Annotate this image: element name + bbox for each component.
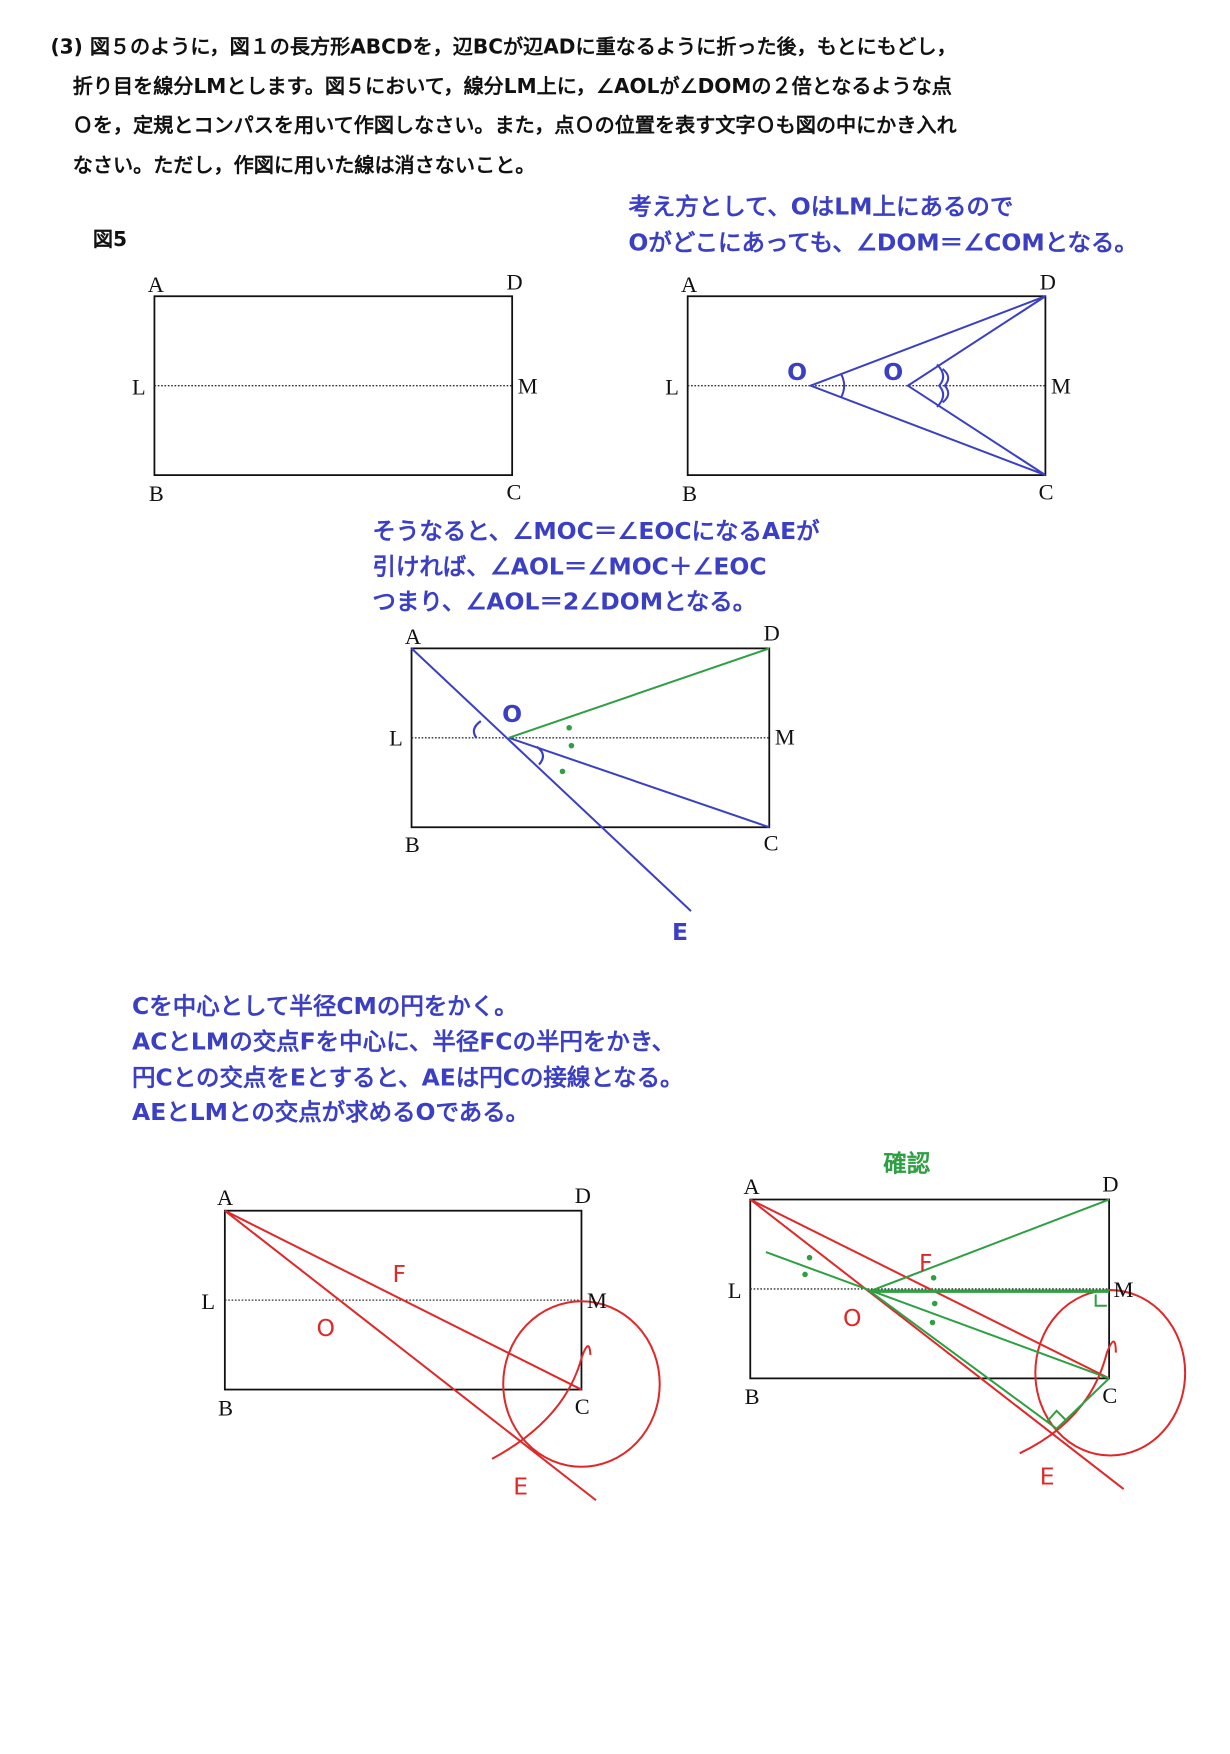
- label-l: L: [132, 375, 146, 400]
- label-d: D: [507, 270, 523, 295]
- label-l: L: [665, 375, 679, 400]
- figure-angle-equality: O O A D L M B C: [665, 270, 1071, 506]
- label-e: E: [513, 1473, 528, 1501]
- label-l: L: [201, 1289, 215, 1314]
- label-o-1: O: [787, 358, 807, 386]
- label-c: C: [1039, 480, 1054, 505]
- label-o-2: O: [883, 358, 903, 386]
- label-o: O: [843, 1304, 861, 1332]
- note3-line-2: ACとLMの交点Fを中心に、半径FCの半円をかき、: [132, 1028, 675, 1056]
- note2-line-2: 引ければ、∠AOL＝∠MOC＋∠EOC: [372, 553, 766, 581]
- label-b: B: [682, 481, 697, 506]
- figure-tangent-idea: O E A D L M B C: [389, 621, 795, 947]
- figure-confirmation: F O E A D L M B C: [728, 1172, 1187, 1491]
- label-o: O: [317, 1314, 335, 1342]
- label-a: A: [148, 272, 164, 297]
- label-l: L: [389, 726, 403, 751]
- note2-line-1: そうなると、∠MOC＝∠EOCになるAEが: [372, 517, 820, 545]
- label-f: F: [919, 1249, 933, 1277]
- label-l: L: [728, 1278, 742, 1303]
- label-m: M: [518, 374, 538, 399]
- label-b: B: [745, 1384, 760, 1409]
- note3-line-4: AEとLMとの交点が求めるOである。: [132, 1098, 529, 1126]
- label-c: C: [1102, 1383, 1117, 1408]
- label-e: E: [1040, 1463, 1055, 1491]
- label-c: C: [575, 1394, 590, 1419]
- label-a: A: [681, 272, 697, 297]
- label-o: O: [502, 700, 522, 728]
- figure-construction: F O E A D L M B C: [201, 1183, 661, 1502]
- label-c: C: [507, 480, 522, 505]
- label-b: B: [149, 481, 164, 506]
- label-a: A: [217, 1185, 233, 1210]
- label-f: F: [393, 1260, 407, 1288]
- label-b: B: [405, 832, 420, 857]
- note2-line-3: つまり、∠AOL＝2∠DOMとなる。: [372, 587, 756, 615]
- note3-line-1: Cを中心として半径CMの円をかく。: [132, 992, 518, 1020]
- note1-line-1: 考え方として、OはLM上にあるので: [628, 193, 1013, 221]
- label-b: B: [218, 1395, 233, 1420]
- label-m: M: [1114, 1277, 1134, 1302]
- label-d: D: [764, 621, 780, 646]
- label-a: A: [744, 1174, 760, 1199]
- note3-line-3: 円Cとの交点をEとすると、AEは円Cの接線となる。: [132, 1063, 683, 1091]
- problem-line-4: なさい。ただし，作図に用いた線は消さないこと。: [73, 153, 536, 177]
- confirm-label: 確認: [883, 1150, 930, 1178]
- problem-line-2: 折り目を線分LMとします。図５において，線分LM上に，∠AOLが∠DOMの２倍と…: [73, 74, 952, 98]
- note1-line-2: Oがどこにあっても、∠DOM＝∠COMとなる。: [628, 228, 1137, 256]
- label-m: M: [587, 1288, 607, 1313]
- problem-line-1: (3) 図５のように，図１の長方形ABCDを，辺BCが辺ADに重なるように折った…: [50, 35, 956, 59]
- label-e: E: [672, 918, 688, 946]
- label-a: A: [405, 624, 421, 649]
- problem-line-3: Ｏを，定規とコンパスを用いて作図しなさい。また，点Ｏの位置を表す文字Ｏも図の中に…: [73, 113, 957, 137]
- label-m: M: [775, 725, 795, 750]
- figure-5-original: A D L M B C: [132, 270, 538, 506]
- label-d: D: [1102, 1172, 1118, 1197]
- label-d: D: [575, 1183, 591, 1208]
- label-m: M: [1051, 374, 1071, 399]
- label-d: D: [1040, 270, 1056, 295]
- label-c: C: [764, 831, 779, 856]
- figure-label: 図5: [93, 227, 127, 251]
